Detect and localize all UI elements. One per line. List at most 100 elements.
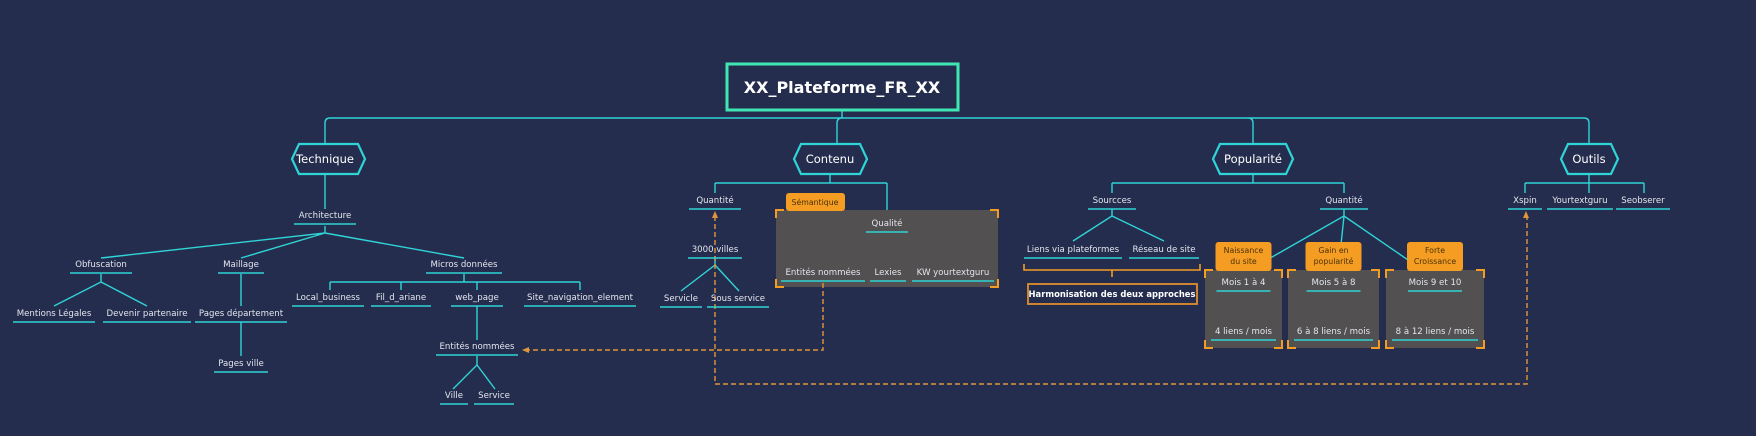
boundary-semantique: Sémantique <box>775 193 999 288</box>
phase-tag-label: Naissance <box>1224 246 1264 255</box>
topic-technique[interactable]: Technique <box>290 142 367 176</box>
node-fil-d-ariane[interactable]: Fil_d_ariane <box>371 293 431 307</box>
node-3000-villes-label: 3000 villes <box>692 245 739 255</box>
node-micros-donnees[interactable]: Micros données <box>426 259 502 274</box>
phase-period[interactable]: Mois 5 à 8 <box>1312 278 1356 288</box>
node-web-page-label: web_page <box>455 293 499 303</box>
semantique-tag-label: Sémantique <box>792 198 839 207</box>
summary-box <box>1027 283 1198 305</box>
phase-tag-label: popularité <box>1314 257 1354 266</box>
node-quantite-contenu[interactable]: Quantité <box>689 195 741 210</box>
phase-links[interactable]: 4 liens / mois <box>1215 327 1273 337</box>
node-quantite-popularite[interactable]: Quantité <box>1320 195 1368 210</box>
phase-tag <box>1407 242 1463 271</box>
node-pages-departement-label: Pages département <box>199 308 284 319</box>
node-pages-ville[interactable]: Pages ville <box>214 359 268 373</box>
node-yourtextguru[interactable]: Yourtextguru <box>1547 196 1613 210</box>
node-obfuscation-label: Obfuscation <box>75 260 127 270</box>
node-entites-nommees-tech-label: Entités nommées <box>440 341 516 352</box>
connector-micros <box>329 274 581 290</box>
node-qualite[interactable]: Qualité <box>866 218 908 233</box>
topic-popularite[interactable]: Popularité <box>1211 142 1295 176</box>
node-maillage[interactable]: Maillage <box>218 260 264 274</box>
node-architecture[interactable]: Architecture <box>294 211 356 225</box>
topic-popularite-label: Popularité <box>1224 152 1282 166</box>
node-seobserer[interactable]: Seobserer <box>1616 196 1670 210</box>
root-node[interactable] <box>725 62 960 112</box>
node-devenir-partenaire-label: Devenir partenaire <box>106 309 187 319</box>
node-web-page[interactable]: web_page <box>451 293 503 307</box>
node-sous-service[interactable]: Sous service <box>707 294 769 308</box>
summary-label: Harmonisation des deux approches <box>1029 289 1196 299</box>
node-ville[interactable]: Ville <box>440 391 468 405</box>
node-xspin-label: Xspin <box>1513 196 1537 206</box>
node-liens-via-plateformes[interactable]: Liens via plateformes <box>1024 245 1122 259</box>
node-fil-d-ariane-label: Fil_d_ariane <box>376 293 426 303</box>
node-local-business-label: Local_business <box>296 293 361 303</box>
node-architecture-label: Architecture <box>299 211 352 221</box>
phase-tag-label: Croissance <box>1414 257 1457 266</box>
node-mentions-legales-label: Mentions Légales <box>17 308 92 319</box>
phase-tag <box>1215 242 1272 271</box>
node-seobserer-label: Seobserer <box>1621 196 1665 206</box>
node-lexies-label: Lexies <box>874 268 902 278</box>
node-entites-nommees-contenu-label: Entités nommées <box>786 267 862 278</box>
node-servicle[interactable]: Servicle <box>660 294 702 308</box>
phase-tag-label: Gain en <box>1318 246 1348 255</box>
phase-tag-label: Forte <box>1425 246 1445 255</box>
topic-outils[interactable]: Outils <box>1559 142 1620 176</box>
relations <box>522 211 1529 385</box>
connector-root-bus <box>324 108 1590 144</box>
node-service-label: Service <box>478 391 510 401</box>
node-entites-nommees-contenu[interactable]: Entités nommées <box>781 267 865 282</box>
node-obfuscation[interactable]: Obfuscation <box>70 260 132 274</box>
node-yourtextguru-label: Yourtextguru <box>1551 196 1607 206</box>
node-quantite-popularite-label: Quantité <box>1325 195 1362 206</box>
node-local-business[interactable]: Local_business <box>292 293 364 307</box>
node-lexies[interactable]: Lexies <box>870 268 906 282</box>
summary-bracket <box>1023 264 1201 277</box>
connector-webpage <box>452 306 496 390</box>
phase-tag <box>1305 242 1362 271</box>
node-service[interactable]: Service <box>474 391 514 405</box>
phase-period[interactable]: Mois 1 à 4 <box>1222 278 1266 288</box>
node-qualite-label: Qualité <box>872 218 903 229</box>
node-site-navigation-element[interactable]: Site_navigation_element <box>524 293 636 307</box>
node-sourcces-label: Sourcces <box>1093 196 1132 206</box>
node-mentions-legales[interactable]: Mentions Légales <box>13 308 95 323</box>
node-xspin[interactable]: Xspin <box>1508 196 1542 210</box>
node-reseau-de-site[interactable]: Réseau de site <box>1129 244 1199 259</box>
phase-links[interactable]: 6 à 8 liens / mois <box>1297 327 1371 337</box>
topic-technique-label: Technique <box>295 152 354 166</box>
node-quantite-contenu-label: Quantité <box>696 195 733 206</box>
phase-tag-label: du site <box>1230 257 1257 266</box>
connector-villes <box>680 256 740 292</box>
node-kw-yourtextguru[interactable]: KW yourtextguru <box>912 268 994 282</box>
connector-sourcces <box>1072 209 1165 242</box>
node-site-navigation-element-label: Site_navigation_element <box>527 293 634 303</box>
node-maillage-label: Maillage <box>223 260 259 270</box>
arrow-head-icon <box>712 211 718 218</box>
node-sous-service-label: Sous service <box>711 294 765 304</box>
arrow-head-icon <box>522 347 529 353</box>
node-servicle-label: Servicle <box>664 294 698 304</box>
node-pages-departement[interactable]: Pages département <box>195 308 287 323</box>
node-entites-nommees-tech[interactable]: Entités nommées <box>436 341 518 356</box>
topic-contenu[interactable]: Contenu <box>792 142 869 176</box>
node-kw-yourtextguru-label: KW yourtextguru <box>917 268 990 278</box>
node-liens-via-plateformes-label: Liens via plateformes <box>1027 245 1120 255</box>
arrow-head-icon <box>1523 211 1529 218</box>
phase-links[interactable]: 8 à 12 liens / mois <box>1396 327 1475 337</box>
relation-quantite-to-xspin <box>714 216 1528 385</box>
node-3000-villes[interactable]: 3000 villes <box>688 245 742 259</box>
node-devenir-partenaire[interactable]: Devenir partenaire <box>103 309 191 323</box>
phase-period[interactable]: Mois 9 et 10 <box>1409 278 1462 288</box>
node-reseau-de-site-label: Réseau de site <box>1132 244 1195 255</box>
node-sourcces[interactable]: Sourcces <box>1088 196 1136 210</box>
connector-technique <box>100 175 465 259</box>
